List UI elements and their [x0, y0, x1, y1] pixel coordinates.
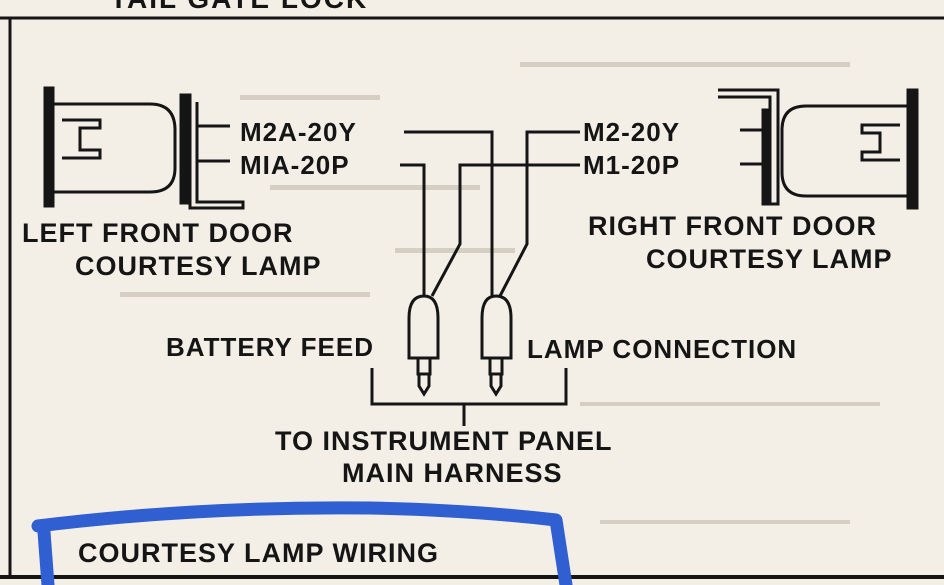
- caption: COURTESY LAMP WIRING: [78, 538, 439, 568]
- blue-marker-outline: [31, 501, 573, 585]
- wire-label-mia-20p: MIA-20P: [240, 150, 350, 180]
- wire-label-m2a-20y: M2A-20Y: [240, 117, 357, 147]
- wire-m2-right: [498, 130, 580, 297]
- left-lamp-label-line2: COURTESY LAMP: [75, 251, 322, 281]
- battery-feed-label: BATTERY FEED: [166, 332, 374, 362]
- right-lamp-icon: [718, 88, 919, 210]
- right-lamp-label-line1: RIGHT FRONT DOOR: [588, 211, 877, 241]
- wire-m1-right: [430, 163, 580, 297]
- wire-mia-left: [400, 163, 426, 296]
- header-text: TAIL GATE LOCK: [110, 0, 368, 14]
- wire-m2a-left: [404, 130, 494, 296]
- left-lamp-icon: [43, 86, 245, 210]
- right-lamp-label-line2: COURTESY LAMP: [646, 244, 893, 274]
- battery-feed-connector: [407, 294, 440, 397]
- harness-bracket: [370, 368, 568, 426]
- lamp-connection-connector: [480, 294, 513, 397]
- left-lamp-label-line1: LEFT FRONT DOOR: [22, 218, 293, 248]
- header-strip: TAIL GATE LOCK: [0, 0, 944, 20]
- wire-label-m1-20p: M1-20P: [583, 150, 680, 180]
- lamp-connection-label: LAMP CONNECTION: [527, 334, 797, 364]
- wiring: [400, 130, 580, 297]
- wire-label-m2-20y: M2-20Y: [583, 117, 680, 147]
- harness-label-line1: TO INSTRUMENT PANEL: [275, 426, 613, 456]
- harness-label-line2: MAIN HARNESS: [342, 458, 563, 488]
